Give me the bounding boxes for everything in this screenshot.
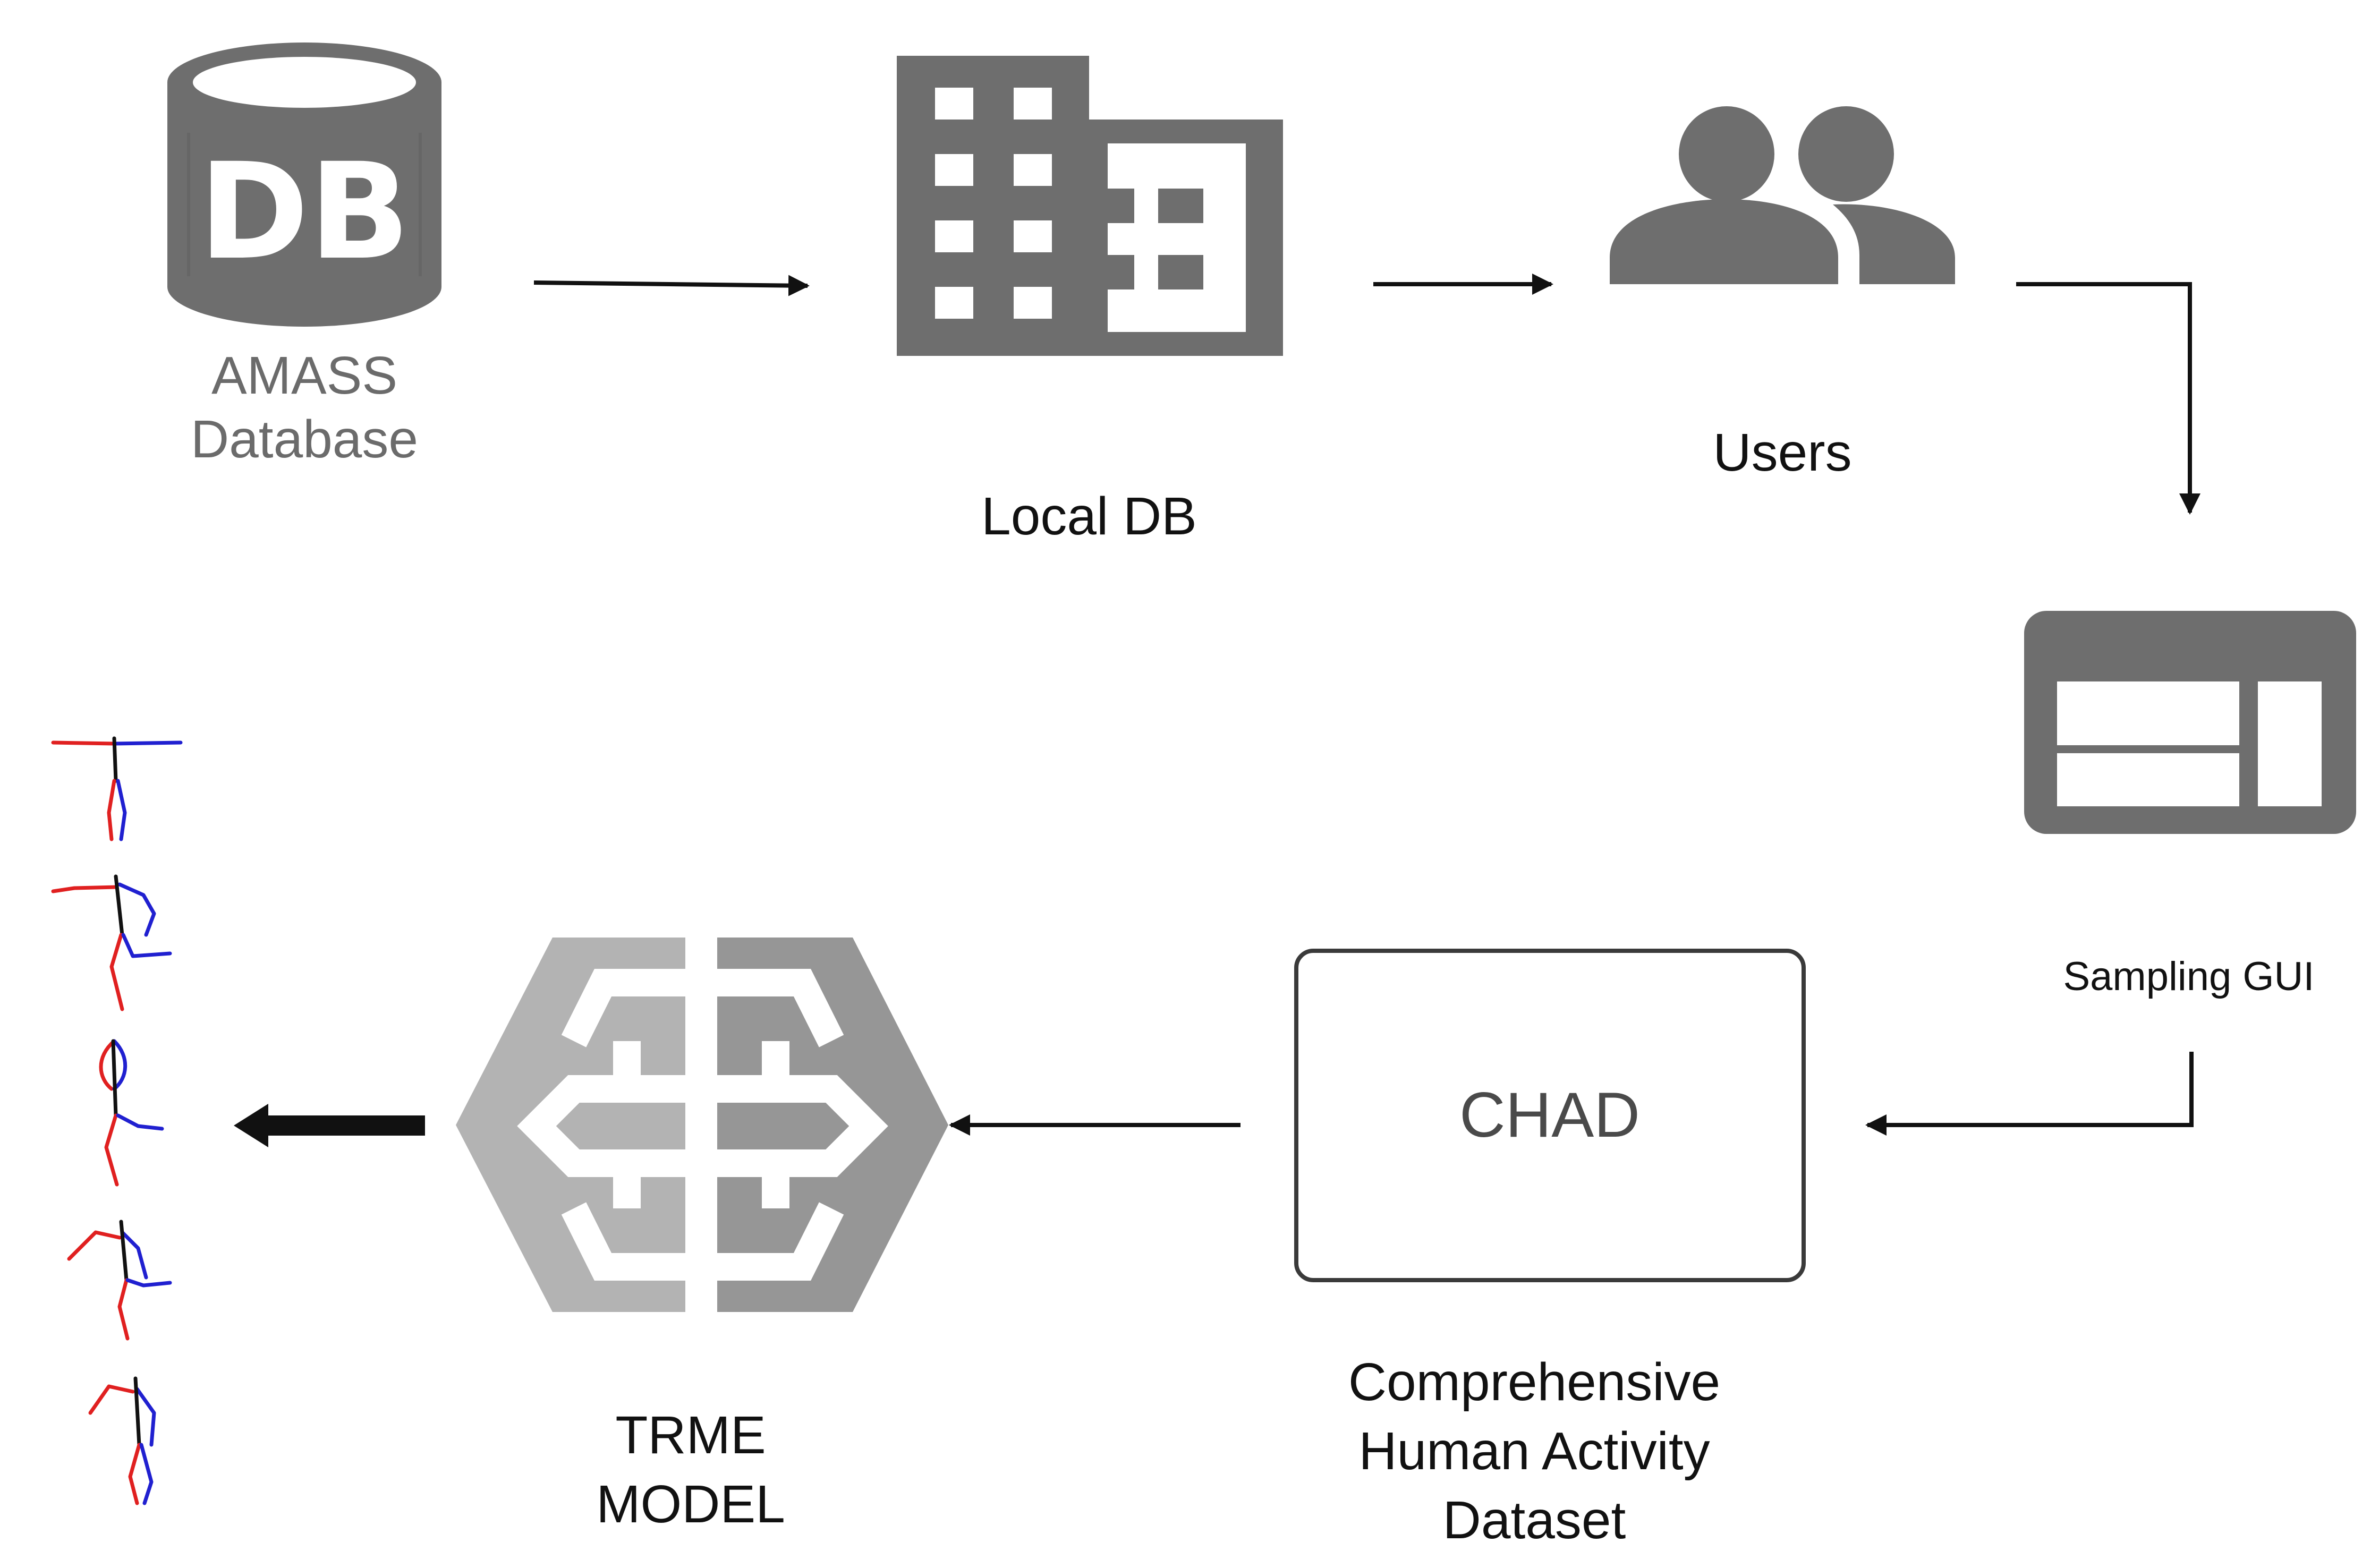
database-icon-text: DB (199, 134, 410, 289)
gui-window-icon (2024, 611, 2356, 834)
building-icon (897, 56, 1283, 356)
users-label: Users (1713, 423, 1852, 482)
trme-label-line1: TRME (615, 1405, 766, 1465)
skeleton-pose-icon (51, 736, 183, 1505)
pose-figure (88, 1376, 156, 1505)
database-icon: DB (167, 42, 441, 327)
pose-figure (51, 874, 172, 1011)
arrow-users-to-gui (2016, 282, 2200, 515)
arrow-trme-to-poses (234, 1104, 425, 1147)
brain-icon (456, 938, 948, 1312)
trme-label-line2: MODEL (596, 1475, 785, 1534)
chad-box (1294, 949, 1806, 1282)
arrow-amass-to-localdb (533, 275, 810, 296)
sampling-gui-label: Sampling GUI (2063, 954, 2315, 999)
pose-figure (51, 736, 183, 841)
pose-figure (99, 1039, 164, 1187)
chad-caption-line3: Dataset (1442, 1490, 1626, 1550)
amass-label-line2: Database (190, 410, 419, 469)
pose-figure (67, 1220, 172, 1341)
users-icon (1610, 106, 1955, 284)
amass-label-line1: AMASS (211, 346, 398, 405)
arrow-gui-to-chad (1865, 1052, 2194, 1136)
chad-caption-line2: Human Activity (1358, 1421, 1710, 1481)
chad-box-text: CHAD (1459, 1079, 1641, 1151)
arrows (533, 274, 2200, 1136)
local-db-label: Local DB (981, 487, 1197, 546)
chad-caption-line1: Comprehensive (1348, 1352, 1721, 1412)
